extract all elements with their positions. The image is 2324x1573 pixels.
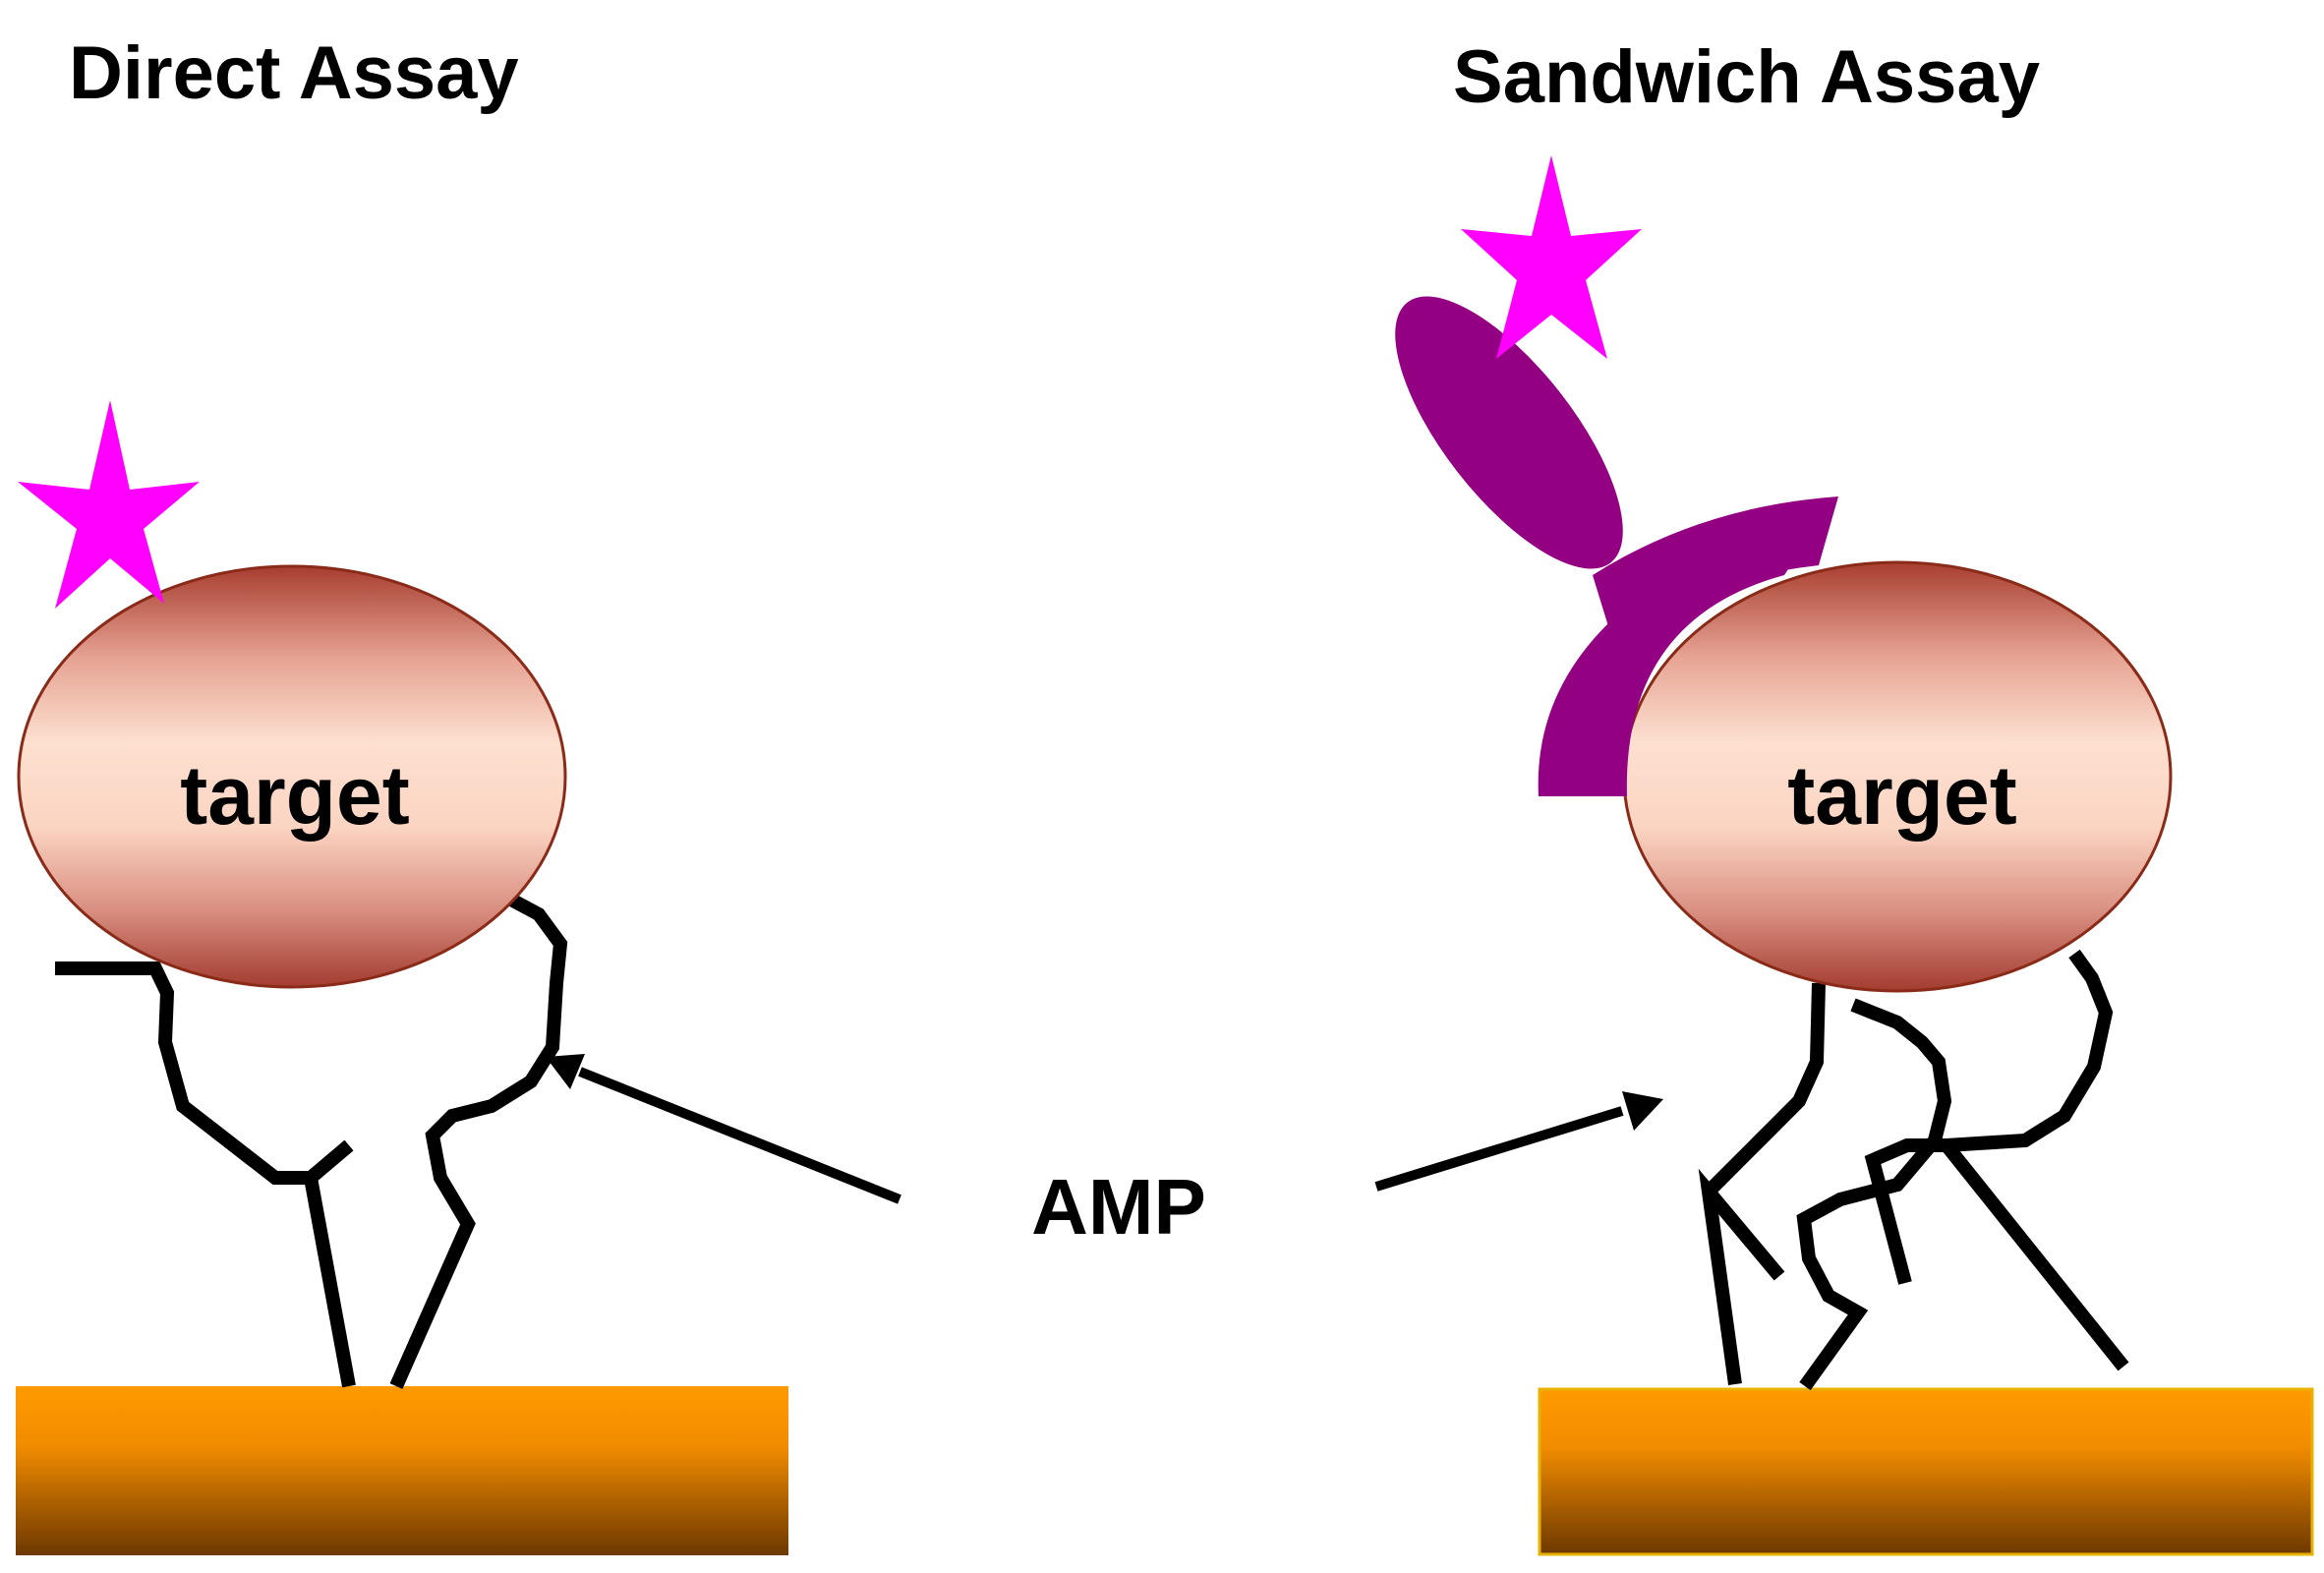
direct-assay-title: Direct Assay (69, 31, 519, 115)
sandwich-target-label: target (1787, 749, 2016, 842)
direct-label-star-icon (18, 400, 200, 609)
amp-arrow-right (1374, 1091, 1663, 1192)
direct-target-label: target (180, 749, 409, 842)
sandwich-assay-panel: target (1395, 155, 2314, 1556)
sandwich-label-star-icon (1461, 155, 1642, 359)
amp-label: AMP (1031, 1163, 1206, 1251)
direct-target (17, 564, 567, 989)
amp-arrow-left (546, 1054, 901, 1204)
detection-antibody-cup (1538, 501, 1833, 796)
direct-aptamer-strand (55, 893, 568, 1389)
sandwich-assay-title: Sandwich Assay (1453, 35, 2040, 119)
sandwich-sensor-surface (1538, 1387, 2314, 1556)
detection-antibody-stem (1395, 296, 1623, 569)
direct-sensor-surface (16, 1386, 788, 1555)
direct-assay-panel: target (16, 400, 788, 1555)
sandwich-aptamer-strands (1698, 949, 2129, 1391)
